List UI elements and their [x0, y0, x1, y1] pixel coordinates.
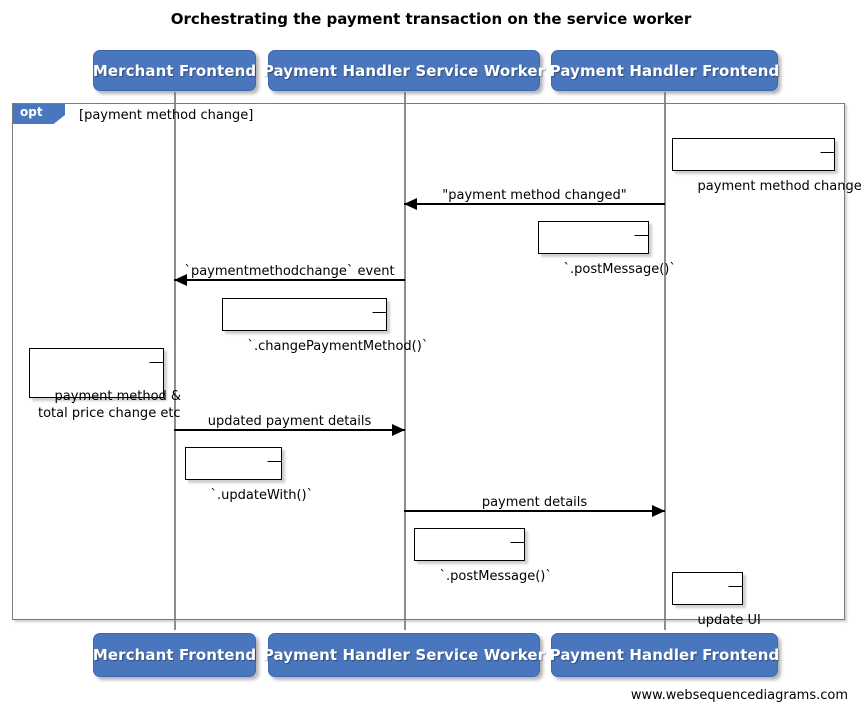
note-payment-method-total-price: payment method & total price change etc	[29, 348, 181, 421]
participant-label: Payment Handler Service Worker	[262, 61, 546, 80]
opt-fragment-tag: opt	[13, 104, 65, 124]
participant-merchant-frontend[interactable]: Merchant Frontend	[93, 50, 256, 91]
message-arrowhead-payment-details	[652, 505, 665, 517]
opt-fragment-frame	[12, 103, 845, 620]
note-dogear-icon	[267, 447, 282, 462]
note-text: `.changePaymentMethod()`	[247, 339, 429, 354]
message-line-updated-payment-details	[174, 429, 405, 431]
participant-footer-payment-handler-service-worker[interactable]: Payment Handler Service Worker	[263, 633, 545, 677]
page-title: Orchestrating the payment transaction on…	[170, 10, 692, 28]
note-change-payment-method: `.changePaymentMethod()`	[222, 298, 428, 354]
site-credit: www.websequencediagrams.com	[630, 688, 848, 703]
note-text: `.postMessage()`	[439, 569, 552, 584]
participant-label: Merchant Frontend	[92, 61, 257, 80]
message-label-updated-payment-details: updated payment details	[207, 414, 372, 429]
participant-label: Payment Handler Frontend	[549, 61, 780, 80]
note-text: payment method & total price change etc	[38, 389, 182, 421]
message-line-payment-method-changed	[404, 203, 665, 205]
note-text: update UI	[697, 613, 761, 628]
note-post-message-2: `.postMessage()`	[414, 528, 552, 584]
note-dogear-icon	[728, 572, 743, 587]
message-label-payment-details: payment details	[481, 495, 588, 510]
participant-label: Payment Handler Service Worker	[262, 646, 546, 664]
note-text: payment method changed	[697, 179, 862, 194]
note-dogear-icon	[372, 298, 387, 313]
note-payment-method-changed: payment method changed	[672, 138, 862, 194]
message-arrowhead-updated-payment-details	[392, 424, 405, 436]
note-text: `.updateWith()`	[210, 488, 314, 503]
note-dogear-icon	[634, 221, 649, 236]
note-dogear-icon	[149, 348, 164, 363]
message-label-paymentmethodchange-event: `paymentmethodchange` event	[184, 264, 395, 279]
participant-footer-payment-handler-frontend[interactable]: Payment Handler Frontend	[549, 633, 780, 677]
message-arrowhead-paymentmethodchange-event	[174, 274, 187, 286]
note-dogear-icon	[820, 138, 835, 153]
lifeline-merchant-frontend	[174, 92, 176, 630]
note-update-ui: update UI	[672, 572, 761, 628]
participant-payment-handler-frontend[interactable]: Payment Handler Frontend	[549, 50, 780, 91]
participant-payment-handler-service-worker[interactable]: Payment Handler Service Worker	[263, 50, 545, 91]
note-text: `.postMessage()`	[563, 262, 676, 277]
message-line-payment-details	[404, 510, 665, 512]
participant-footer-merchant-frontend[interactable]: Merchant Frontend	[93, 633, 256, 677]
note-dogear-icon	[510, 528, 525, 543]
participant-label: Merchant Frontend	[92, 646, 257, 664]
lifeline-payment-handler-service-worker	[404, 92, 406, 630]
message-label-payment-method-changed: "payment method changed"	[442, 188, 627, 203]
opt-fragment-guard: [payment method change]	[79, 108, 254, 123]
note-update-with: `.updateWith()`	[185, 447, 313, 503]
message-line-paymentmethodchange-event	[174, 279, 405, 281]
message-arrowhead-payment-method-changed	[404, 198, 417, 210]
note-post-message-1: `.postMessage()`	[538, 221, 676, 277]
lifeline-payment-handler-frontend	[664, 92, 666, 630]
participant-label: Payment Handler Frontend	[549, 646, 780, 664]
